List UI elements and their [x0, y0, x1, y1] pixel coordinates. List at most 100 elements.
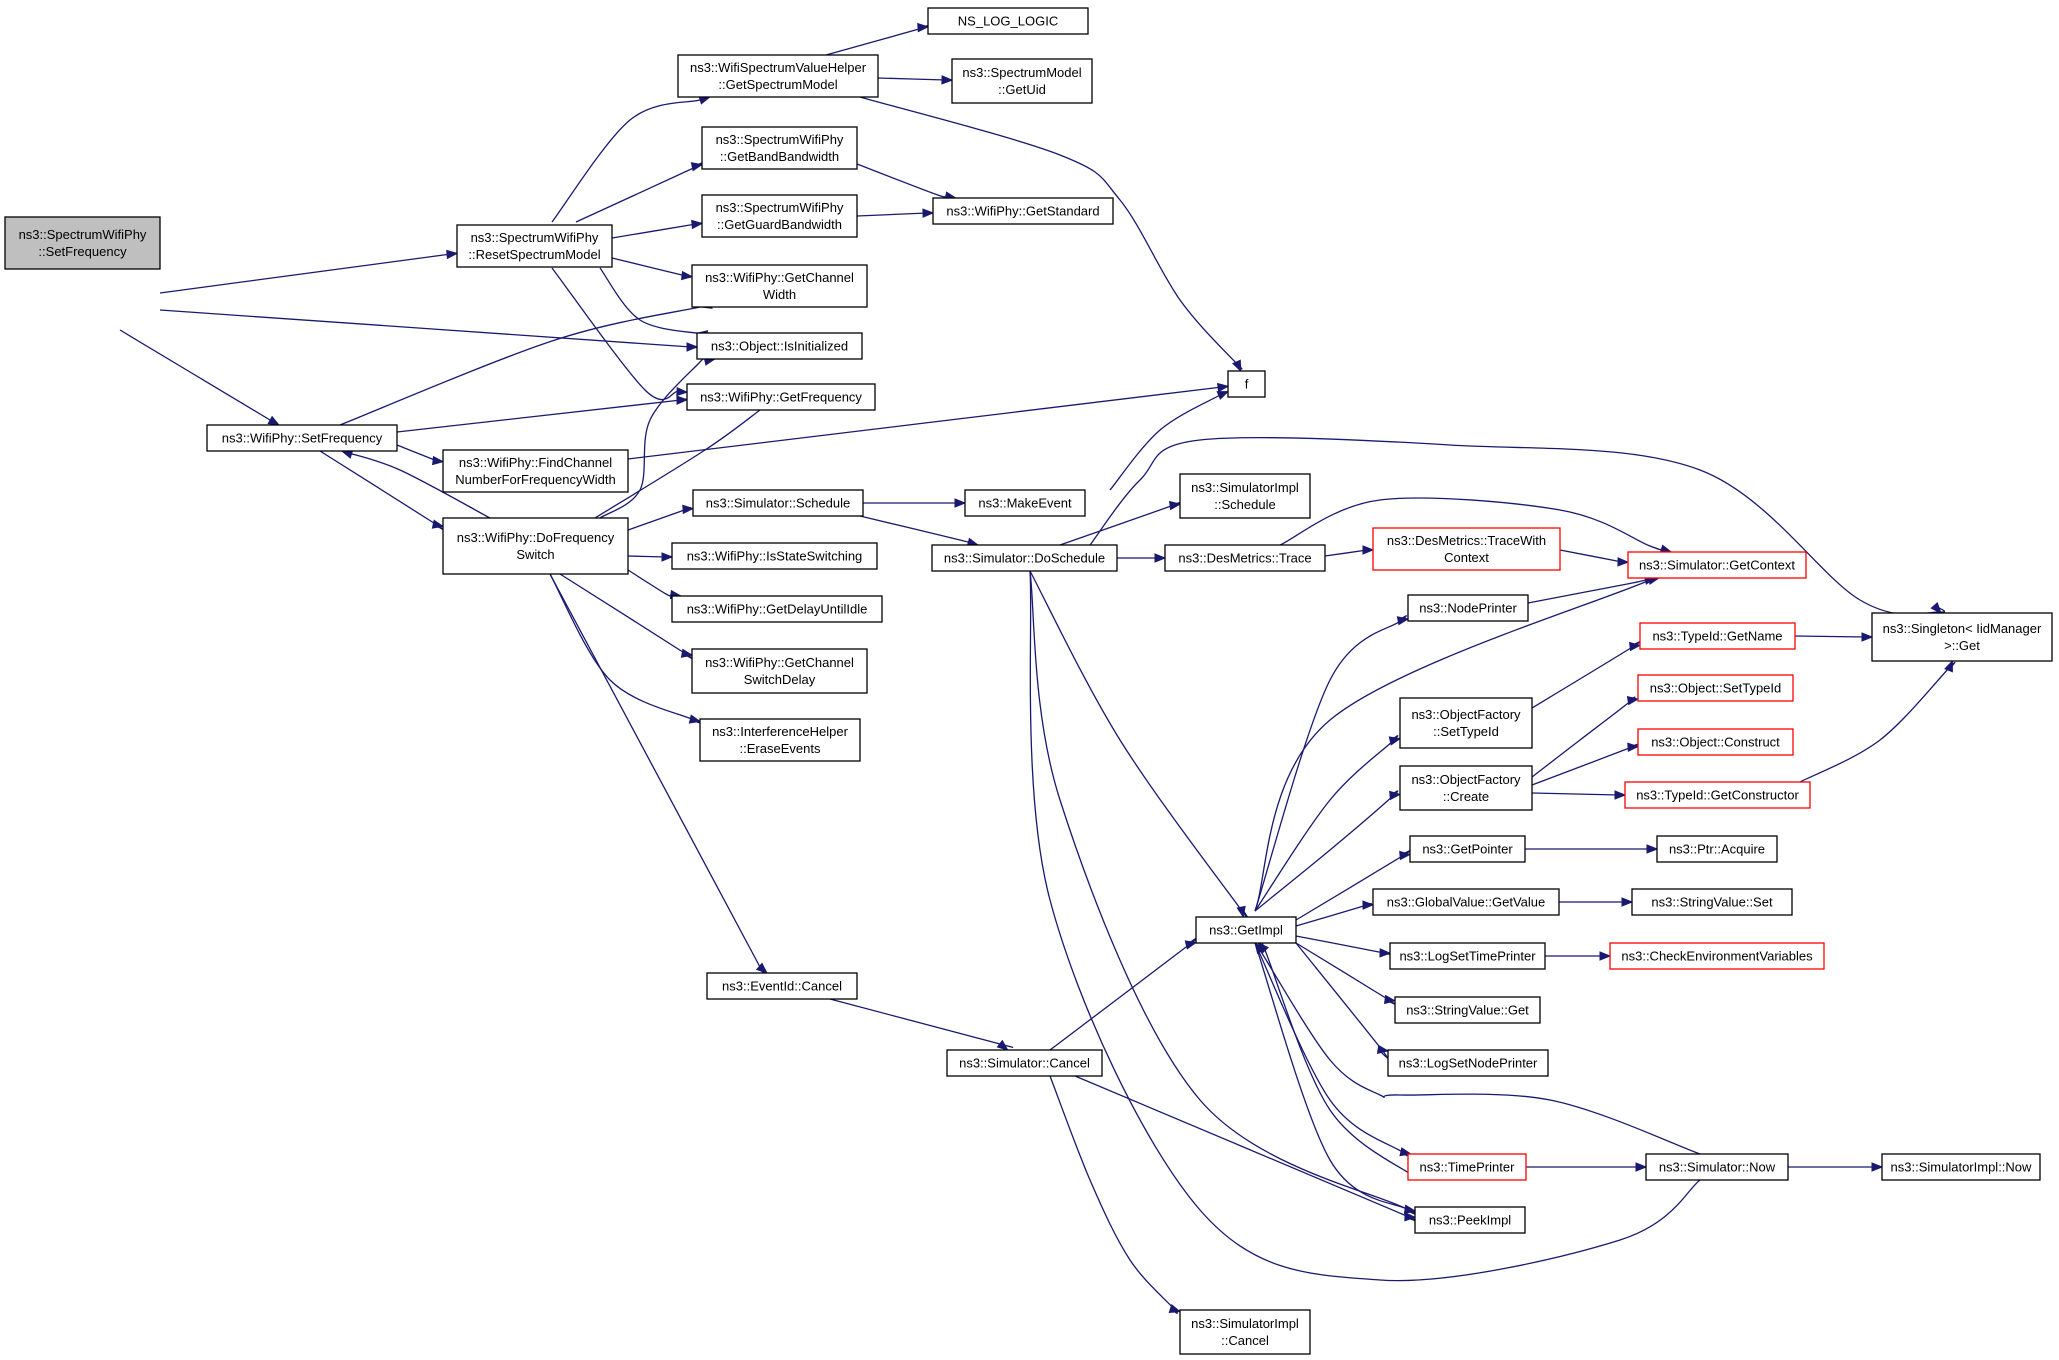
- node-ns3-desmetrics-trace[interactable]: ns3::DesMetrics::Trace: [1164, 544, 1326, 572]
- edge-n1-to-n3: [551, 97, 706, 223]
- node-ns3-spectrumwifiphy-resetspectrummodel[interactable]: ns3::SpectrumWifiPhy::ResetSpectrumModel: [456, 224, 613, 268]
- node-label-line: ns3::Ptr::Acquire: [1669, 842, 1765, 857]
- edge-arrowhead: [690, 162, 704, 172]
- node-ns3-simulator-now[interactable]: ns3::Simulator::Now: [1645, 1153, 1789, 1181]
- edge-n41-to-n43: [829, 998, 1014, 1048]
- node-label-line: ::GetUid: [998, 82, 1046, 97]
- node-label-line: ns3::Object::Construct: [1651, 735, 1780, 750]
- edge-arrowhead: [755, 962, 768, 974]
- node-ns3-logsetnodeprinter[interactable]: ns3::LogSetNodePrinter: [1387, 1049, 1549, 1077]
- edge-arrowhead: [688, 714, 702, 724]
- node-ns3-object-construct[interactable]: ns3::Object::Construct: [1637, 728, 1794, 756]
- node-ns3-singleton-iidmanager-get[interactable]: ns3::Singleton< IidManager>::Get: [1871, 612, 2053, 662]
- node-label-line: ::GetBandBandwidth: [720, 149, 839, 164]
- edge-n43-to-n49: [1049, 1075, 1178, 1314]
- edge-n14-to-n23: [627, 569, 672, 597]
- node-label-line: ns3::TypeId::GetName: [1652, 629, 1782, 644]
- node-ns3-object-isinitialized[interactable]: ns3::Object::IsInitialized: [696, 332, 863, 360]
- node-ns3-simulator-doschedule[interactable]: ns3::Simulator::DoSchedule: [931, 544, 1118, 572]
- node-ns3-makeevent[interactable]: ns3::MakeEvent: [964, 489, 1086, 517]
- node-ns3-nodeprinter[interactable]: ns3::NodePrinter: [1407, 594, 1529, 622]
- edge-n15-to-n18: [859, 515, 972, 544]
- node-box: [1372, 527, 1561, 571]
- node-box: [1389, 942, 1546, 970]
- node-ns3-simulator-cancel[interactable]: ns3::Simulator::Cancel: [946, 1049, 1103, 1077]
- node-label-line: ns3::GetImpl: [1209, 923, 1283, 938]
- node-box: [692, 489, 864, 517]
- node-label-line: ::Cancel: [1221, 1333, 1269, 1348]
- edge-n0-to-n1: [159, 250, 472, 294]
- node-ns3-spectrummodel-getuid[interactable]: ns3::SpectrumModel::GetUid: [951, 58, 1093, 104]
- node-ns3-simulator-getcontext[interactable]: ns3::Simulator::GetContext: [1627, 551, 1807, 579]
- node-ns3-stringvalue-get[interactable]: ns3::StringValue::Get: [1394, 996, 1541, 1024]
- node-ns3-objectfactory-create[interactable]: ns3::ObjectFactory::Create: [1399, 765, 1533, 811]
- node-ns3-objectfactory-settypeid[interactable]: ns3::ObjectFactory::SetTypeId: [1399, 697, 1533, 749]
- edge-arrowhead: [1614, 790, 1627, 800]
- edge-arrowhead: [676, 386, 689, 397]
- node-ns3-wifiphy-getdelayuntilidle[interactable]: ns3::WifiPhy::GetDelayUntilIdle: [671, 595, 883, 623]
- edge-n3-to-n5: [877, 77, 951, 81]
- node-ns3-timeprinter[interactable]: ns3::TimePrinter: [1407, 1153, 1527, 1181]
- edge-n36-to-n37: [1295, 902, 1372, 927]
- node-ns3-ptr-acquire[interactable]: ns3::Ptr::Acquire: [1656, 835, 1778, 863]
- edge-n36-to-n32: [1254, 790, 1399, 912]
- node-label-line: ::SetFrequency: [38, 244, 127, 259]
- node-ns3-simulatorimpl-schedule[interactable]: ns3::SimulatorImpl::Schedule: [1179, 473, 1311, 519]
- node-ns-log-logic[interactable]: NS_LOG_LOGIC: [927, 7, 1089, 35]
- node-ns3-spectrumwifiphy-getbandbandwidth[interactable]: ns3::SpectrumWifiPhy::GetBandBandwidth: [701, 126, 858, 170]
- edge-arrowhead: [1184, 940, 1198, 950]
- node-box: [4, 216, 161, 270]
- edge-arrowhead: [941, 75, 954, 85]
- node-label-line: ns3::WifiSpectrumValueHelper: [690, 60, 867, 75]
- edge-n1-to-n12: [551, 267, 678, 401]
- node-box: [951, 58, 1093, 104]
- node-ns3-wifiphy-getfrequency[interactable]: ns3::WifiPhy::GetFrequency: [686, 383, 876, 411]
- node-ns3-wifispectrumvaluehelper-getspectrummodel[interactable]: ns3::WifiSpectrumValueHelper::GetSpectru…: [677, 54, 879, 98]
- edge-arrowhead: [1646, 844, 1659, 854]
- node-ns3-getimpl[interactable]: ns3::GetImpl: [1195, 916, 1297, 944]
- node-ns3-typeid-getname[interactable]: ns3::TypeId::GetName: [1639, 622, 1796, 650]
- node-ns3-wifiphy-setfrequency[interactable]: ns3::WifiPhy::SetFrequency: [206, 424, 398, 452]
- node-ns3-simulator-schedule[interactable]: ns3::Simulator::Schedule: [692, 489, 864, 517]
- node-ns3-checkenvironmentvariables[interactable]: ns3::CheckEnvironmentVariables: [1609, 942, 1825, 970]
- edge-n18-to-n46: [1029, 570, 1707, 1282]
- node-ns3-stringvalue-set[interactable]: ns3::StringValue::Set: [1631, 888, 1793, 916]
- node-ns3-simulatorimpl-cancel[interactable]: ns3::SimulatorImpl::Cancel: [1179, 1309, 1311, 1355]
- edge-arrowhead: [1379, 948, 1392, 958]
- node-ns3-peekimpl[interactable]: ns3::PeekImpl: [1414, 1206, 1526, 1234]
- node-ns3-logsettimeprinter[interactable]: ns3::LogSetTimePrinter: [1389, 942, 1546, 970]
- node-box: [1871, 612, 2053, 662]
- node-ns3-wifiphy-getstandard[interactable]: ns3::WifiPhy::GetStandard: [932, 197, 1114, 225]
- node-ns3-wifiphy-isstateswitching[interactable]: ns3::WifiPhy::IsStateSwitching: [671, 542, 878, 570]
- node-label-line: ns3::WifiPhy::SetFrequency: [222, 431, 383, 446]
- node-ns3-object-settypeid[interactable]: ns3::Object::SetTypeId: [1637, 674, 1794, 702]
- node-ns3-getpointer[interactable]: ns3::GetPointer: [1409, 835, 1526, 863]
- node-label-line: ns3::GlobalValue::GetValue: [1387, 895, 1546, 910]
- node-box: [671, 542, 878, 570]
- node-ns3-eventid-cancel[interactable]: ns3::EventId::Cancel: [706, 972, 858, 1000]
- edge-n43-to-n36: [1049, 935, 1200, 1051]
- node-f[interactable]: f: [1227, 370, 1266, 398]
- node-ns3-wifiphy-findchannel-numberforfrequencywidth[interactable]: ns3::WifiPhy::FindChannelNumberForFreque…: [442, 449, 629, 493]
- node-label-line: ns3::LogSetTimePrinter: [1399, 949, 1536, 964]
- node-label-line: ::ResetSpectrumModel: [468, 247, 600, 262]
- edge-n14-to-n24: [559, 573, 695, 661]
- node-ns3-interferencehelper-eraseevents[interactable]: ns3::InterferenceHelper::EraseEvents: [699, 718, 861, 762]
- node-ns3-spectrumwifiphy-getguardbandwidth[interactable]: ns3::SpectrumWifiPhy::GetGuardBandwidth: [701, 194, 858, 238]
- edge-arrowhead: [681, 270, 694, 281]
- node-label-line: ns3::StringValue::Get: [1406, 1003, 1529, 1018]
- edge-n3-to-n11: [859, 96, 1243, 370]
- edge-n27-to-n28: [1794, 635, 1871, 638]
- node-label-line: ns3::WifiPhy::GetChannel: [705, 655, 854, 670]
- node-label-line: ns3::EventId::Cancel: [722, 979, 842, 994]
- node-ns3-spectrumwifiphy-setfrequency[interactable]: ns3::SpectrumWifiPhy::SetFrequency: [4, 216, 161, 270]
- node-ns3-simulatorimpl-now[interactable]: ns3::SimulatorImpl::Now: [1881, 1153, 2041, 1181]
- node-ns3-globalvalue-getvalue[interactable]: ns3::GlobalValue::GetValue: [1372, 888, 1560, 916]
- edge-arrowhead: [1232, 359, 1242, 373]
- edge-n46-to-n36: [1254, 941, 1701, 1155]
- node-ns3-typeid-getconstructor[interactable]: ns3::TypeId::GetConstructor: [1624, 781, 1811, 809]
